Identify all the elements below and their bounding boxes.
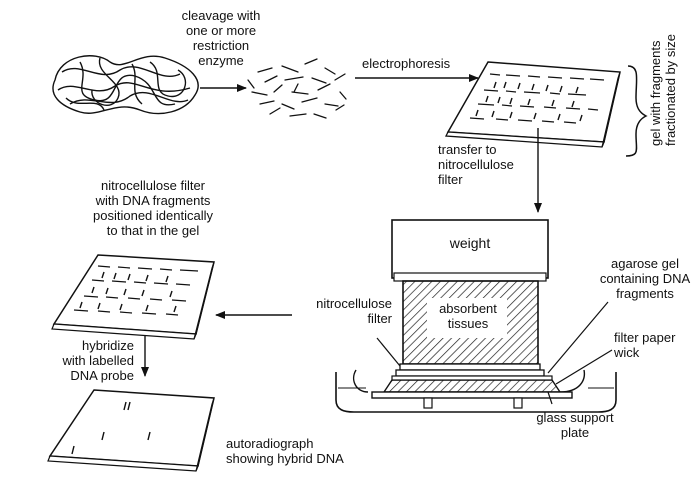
buffer-tray: [335, 372, 617, 413]
brace-icon: [625, 65, 648, 157]
dna-fragments-icon: [247, 58, 347, 119]
label-weight: weight: [449, 235, 491, 251]
label-nitro-filter-top: nitrocellulose filter with DNA fragments…: [93, 178, 213, 238]
label-gel-fragments: gel with fragments fractionated by size: [648, 33, 678, 146]
agarose-gel-sheet: [395, 369, 545, 377]
blot-apparatus: [335, 219, 617, 413]
nitrocellulose-sheet: [399, 363, 541, 371]
autoradiograph-icon: [47, 389, 215, 472]
label-pointers: [376, 301, 613, 405]
filter-paper-wick: [382, 379, 562, 393]
label-transfer: transfer to nitrocellulose filter: [438, 142, 514, 187]
label-nitro-filter-side: nitrocellulose filter: [316, 296, 392, 326]
nitrocellulose-filter-icon: [51, 254, 215, 340]
label-filter-paper: filter paper wick: [614, 330, 676, 360]
label-hybridize: hybridize with labelled DNA probe: [62, 338, 134, 383]
label-cleavage: cleavage with one or more restriction en…: [181, 8, 261, 68]
tangled-dna-icon: [52, 55, 199, 115]
glass-support-plate: [371, 391, 573, 399]
label-absorbent: absorbent tissues: [439, 301, 497, 331]
label-agarose: agarose gel containing DNA fragments: [599, 256, 691, 301]
label-electrophoresis: electrophoresis: [362, 56, 451, 71]
gel-icon: [444, 61, 621, 148]
label-autorad: autoradiograph showing hybrid DNA: [226, 436, 344, 466]
label-glass: glass support plate: [536, 410, 614, 440]
